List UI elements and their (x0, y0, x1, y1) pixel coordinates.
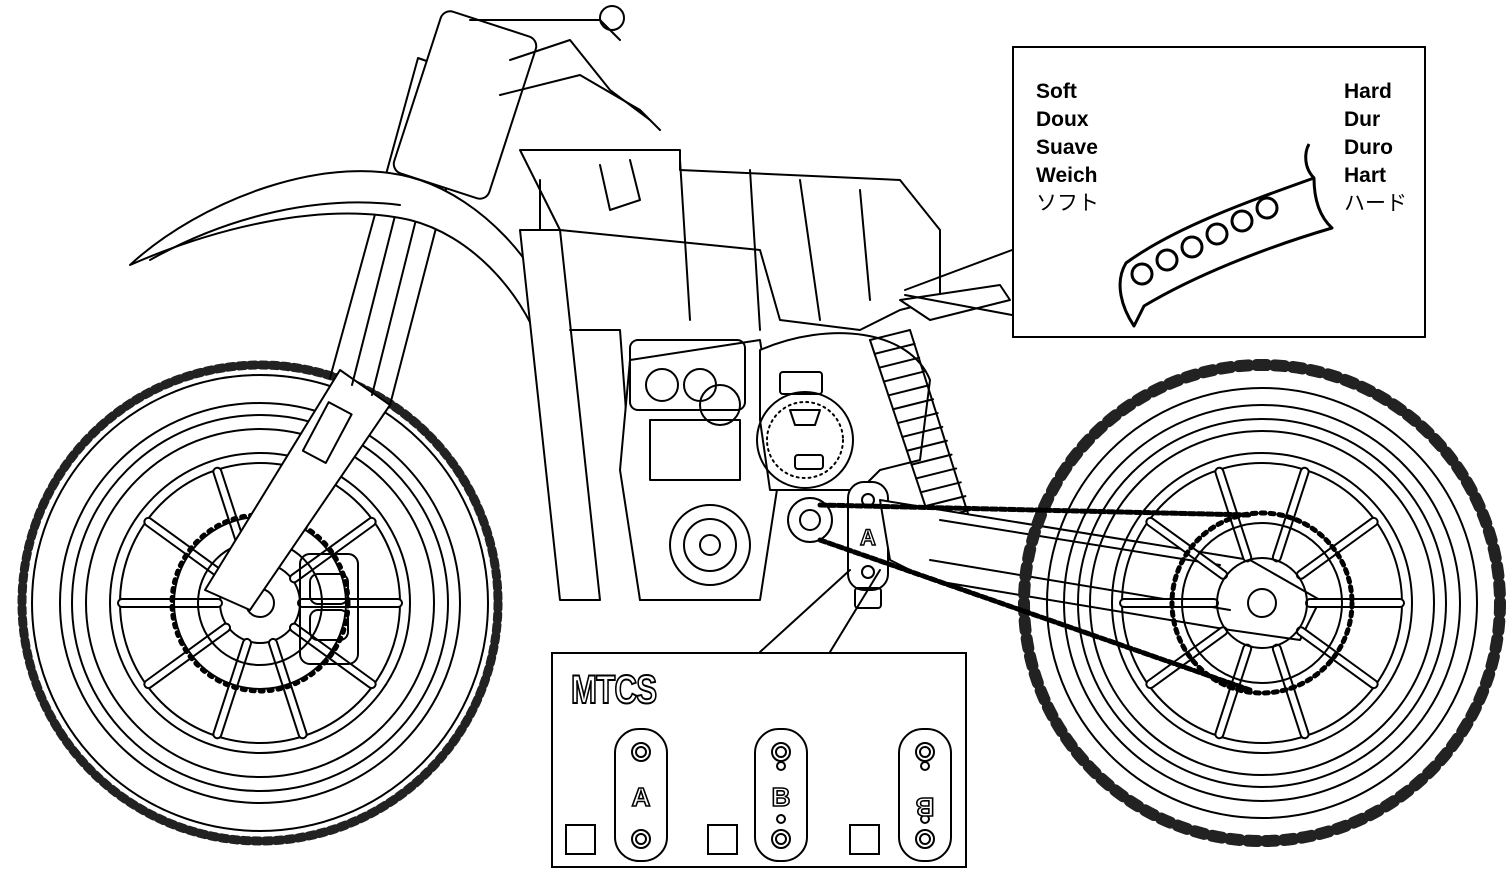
soft-label-en: Soft (1036, 80, 1077, 103)
wheel-spoke-inner (1297, 628, 1377, 688)
mtcs-option-b-checkbox[interactable] (707, 824, 738, 855)
soft-label-column: Soft Doux Suave Weich ソフト (1036, 78, 1099, 218)
swingarm (879, 499, 1321, 641)
brake-caliper (299, 553, 359, 665)
clutch-cover (756, 332, 931, 491)
mtcs-plate-b-inverted (898, 728, 952, 862)
wheel-spoke-inner (1273, 645, 1308, 738)
rear-shock (869, 329, 971, 521)
hard-label-en: Hard (1344, 80, 1392, 103)
spring-stiffness-callout: Soft Doux Suave Weich ソフト Hard Dur Duro … (1012, 46, 1426, 338)
soft-label-es: Suave (1036, 136, 1098, 159)
front-wheel (17, 360, 503, 846)
drive-chain (817, 502, 1253, 693)
wheel-spoke-inner (1297, 518, 1377, 578)
front-fender (129, 170, 561, 346)
wheel-spoke-inner (1147, 628, 1227, 688)
mtcs-plate-b-inverted-label: B (916, 792, 935, 822)
mtcs-plate-b-label: B (772, 782, 791, 812)
mtcs-plate-b (754, 728, 808, 862)
soft-label-fr: Doux (1036, 108, 1089, 131)
hard-label-de: Hart (1344, 164, 1387, 187)
mtcs-option-a-checkbox[interactable] (565, 824, 596, 855)
engine-block (619, 339, 833, 601)
mtcs-leader-lines (759, 569, 881, 653)
main-frame (519, 149, 941, 601)
mtcs-plate-options: A B B (614, 728, 952, 862)
mtcs-option-b-inverted-checkbox[interactable] (849, 824, 880, 855)
wheel-spoke-inner (1216, 645, 1251, 738)
hard-label-jp: ハード (1344, 192, 1407, 215)
shock-mount-bracket (1118, 143, 1334, 328)
mtcs-plate-a-label: A (632, 782, 651, 812)
soft-label-de: Weich (1036, 164, 1098, 187)
hard-label-es: Duro (1344, 136, 1393, 159)
mtcs-plate-a (614, 728, 668, 862)
hard-label-column: Hard Dur Duro Hart ハード (1344, 78, 1407, 218)
mtcs-title: MTCS (570, 667, 658, 713)
soft-label-jp: ソフト (1036, 192, 1099, 215)
wheel-spoke-inner (1273, 468, 1308, 561)
wheel-spoke-inner (145, 624, 230, 688)
stiffness-leader-lines (904, 249, 1013, 316)
mtcs-callout: MTCS A B (551, 652, 967, 868)
rear-fender (899, 284, 1011, 321)
rear-sprocket (1169, 510, 1355, 696)
rear-wheel (1018, 359, 1506, 847)
wheel-spoke-inner (145, 518, 230, 582)
handlebar (392, 5, 661, 200)
wheel-spoke-inner (1147, 518, 1227, 578)
hard-label-fr: Dur (1344, 108, 1381, 131)
